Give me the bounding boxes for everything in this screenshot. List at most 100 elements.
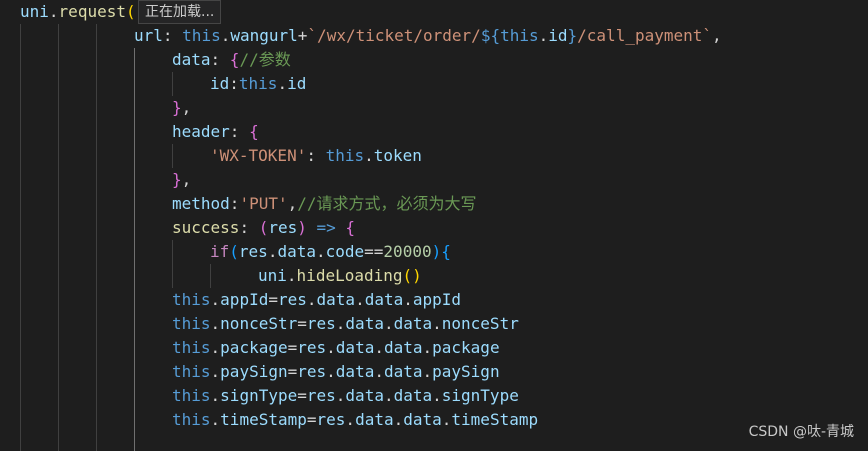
code-line-7: 'WX-TOKEN': this.token xyxy=(210,144,422,168)
code-token: . xyxy=(383,314,394,333)
code-token: == xyxy=(364,242,384,261)
code-token: this xyxy=(172,338,211,357)
code-token: this xyxy=(172,362,211,381)
code-token: ${ xyxy=(480,26,501,45)
indent-guide xyxy=(134,48,135,451)
code-token: wangurl xyxy=(230,26,298,45)
code-token: . xyxy=(210,362,221,381)
code-token: res xyxy=(297,338,327,357)
code-token: . xyxy=(210,338,221,357)
code-token: //请求方式，必须为大写 xyxy=(297,194,477,213)
code-line-15: this.package=res.data.data.package xyxy=(172,336,500,360)
code-token: res xyxy=(316,410,346,429)
indent-guide xyxy=(172,72,173,96)
code-token: . xyxy=(374,362,384,381)
code-token: //参数 xyxy=(239,50,291,69)
code-token: timeStamp xyxy=(220,410,307,429)
code-token: data xyxy=(345,314,384,333)
code-token: . xyxy=(335,314,346,333)
code-token: , xyxy=(287,194,298,213)
code-token: . xyxy=(335,386,346,405)
code-token: + xyxy=(297,26,308,45)
indent-guide xyxy=(58,24,59,451)
code-token: : xyxy=(162,26,183,45)
code-line-18: this.timeStamp=res.data.data.timeStamp xyxy=(172,408,538,432)
code-token: } xyxy=(172,98,182,117)
code-token: { xyxy=(441,242,451,261)
code-token: if xyxy=(210,242,230,261)
code-token: . xyxy=(441,410,452,429)
code-token: () xyxy=(402,266,422,285)
code-token: appId xyxy=(412,290,462,309)
code-token: : xyxy=(239,218,259,237)
code-token: url xyxy=(134,26,163,45)
code-line-3: data: {//参数 xyxy=(172,48,291,72)
code-line-17: this.signType=res.data.data.signType xyxy=(172,384,519,408)
code-token: data xyxy=(345,386,384,405)
code-token: data xyxy=(393,386,433,405)
code-token: = xyxy=(287,338,298,357)
code-token: id xyxy=(548,26,568,45)
code-token: res xyxy=(306,386,336,405)
code-token: data xyxy=(364,290,404,309)
code-token: data xyxy=(383,338,423,357)
code-token: . xyxy=(326,338,336,357)
code-token: . xyxy=(538,26,549,45)
code-token: data xyxy=(335,338,375,357)
code-line-4: id:this.id xyxy=(210,72,306,96)
code-token: /call_payment` xyxy=(577,26,713,45)
code-token: token xyxy=(373,146,422,165)
code-token: nonceStr xyxy=(441,314,519,333)
code-token: . xyxy=(210,290,221,309)
code-token: . xyxy=(432,314,442,333)
code-token: uni xyxy=(20,2,49,21)
code-token: { xyxy=(345,218,356,237)
code-token: data xyxy=(393,314,433,333)
code-token: = xyxy=(268,290,278,309)
code-token: { xyxy=(229,50,240,69)
code-token: data xyxy=(403,410,442,429)
code-token: . xyxy=(315,242,326,261)
code-line-14: this.nonceStr=res.data.data.nonceStr xyxy=(172,312,519,336)
code-token: nonceStr xyxy=(220,314,298,333)
code-token: . xyxy=(393,410,404,429)
code-line-1: uni.request( xyxy=(20,0,136,24)
code-token: . xyxy=(220,26,231,45)
code-token: res xyxy=(277,290,307,309)
code-token: signType xyxy=(220,386,298,405)
code-token: : xyxy=(306,146,326,165)
code-token: `/wx/ticket/order/ xyxy=(307,26,481,45)
code-line-2: url: this.wangurl+`/wx/ticket/order/${th… xyxy=(134,24,722,48)
code-token: ( xyxy=(258,218,269,237)
code-token: package xyxy=(220,338,288,357)
code-token: uni xyxy=(258,266,287,285)
code-token: = xyxy=(287,362,298,381)
code-token: = xyxy=(297,314,307,333)
indent-guide xyxy=(210,264,211,288)
code-token: } xyxy=(567,26,578,45)
code-token: . xyxy=(306,290,317,309)
code-token: } xyxy=(172,170,182,189)
code-token: ) xyxy=(431,242,442,261)
csdn-watermark: CSDN @呔-青城 xyxy=(748,424,854,440)
code-token: header xyxy=(172,122,230,141)
code-token: = xyxy=(297,386,307,405)
code-token: => xyxy=(306,218,346,237)
code-token: data xyxy=(277,242,316,261)
code-token: data xyxy=(316,290,356,309)
code-token: . xyxy=(383,386,394,405)
code-token: . xyxy=(267,242,278,261)
code-token: this xyxy=(172,314,211,333)
code-token: data xyxy=(355,410,394,429)
code-token: id xyxy=(210,74,230,93)
code-token: . xyxy=(326,362,336,381)
code-token: data xyxy=(383,362,423,381)
code-token: method xyxy=(172,194,230,213)
code-token: . xyxy=(374,338,384,357)
code-token: res xyxy=(268,218,298,237)
code-token: this xyxy=(172,290,211,309)
code-token: , xyxy=(181,98,192,117)
code-line-16: this.paySign=res.data.data.paySign xyxy=(172,360,500,384)
indent-guide xyxy=(172,240,173,288)
